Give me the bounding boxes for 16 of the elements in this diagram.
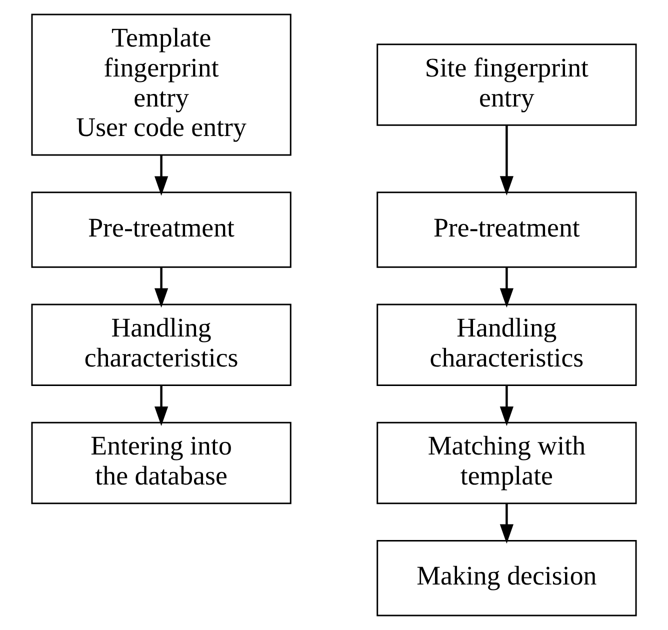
arrow [500, 385, 514, 426]
node-box: Matching with template [376, 422, 637, 504]
node-box: Entering into the database [31, 422, 292, 504]
node-box: Template fingerprint entry User code entry [31, 14, 292, 156]
node-box: Pre-treatment [376, 192, 637, 268]
node-box: Handling characteristics [376, 304, 637, 386]
node-box: Site fingerprint entry [376, 44, 637, 126]
arrow [154, 267, 168, 308]
node-box: Handling characteristics [31, 304, 292, 386]
arrow [500, 504, 514, 544]
node-box: Pre-treatment [31, 192, 292, 268]
arrow [500, 125, 514, 196]
arrow [154, 385, 168, 426]
node-box: Making decision [376, 540, 637, 616]
arrow [500, 267, 514, 308]
arrow [154, 155, 168, 196]
